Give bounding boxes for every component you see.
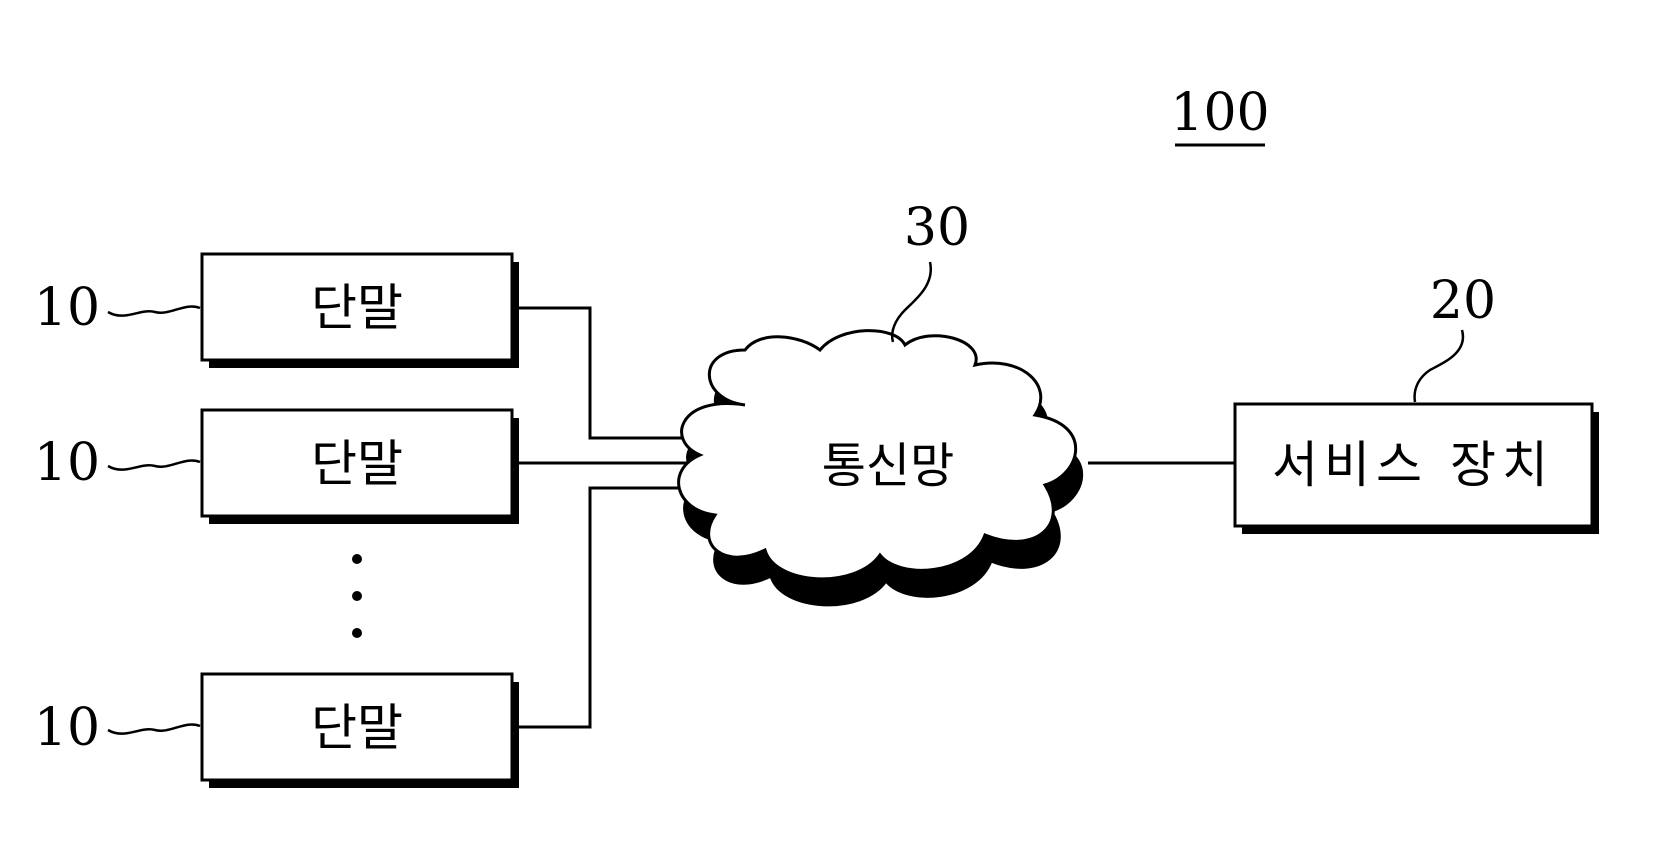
terminal-1-leader [108,306,200,315]
ellipsis-dot-3 [352,628,362,638]
network-cloud: 통신망 [679,331,1082,605]
service-device-leader [1415,330,1463,402]
terminal-3-leader [108,724,200,733]
link-terminal-3-network [519,488,690,727]
service-device-label: 서비스 장치 [1272,436,1554,494]
terminal-2-leader [108,460,200,469]
terminal-1: 단말 [202,254,519,368]
ellipsis-dot-1 [352,554,362,564]
terminal-2: 단말 [202,410,519,524]
network-leader [892,262,931,342]
terminal-3-label: 단말 [311,699,403,757]
ellipsis-dot-2 [352,591,362,601]
network-label: 통신망 [822,438,954,494]
terminal-3-ref-number: 10 [34,698,100,758]
link-terminal-1-network [519,308,690,438]
network-ref-number: 30 [904,198,970,258]
service-device-ref-number: 20 [1430,271,1496,331]
terminal-3: 단말 [202,674,519,788]
service-device: 서비스 장치 [1235,404,1599,534]
system-ref-number: 100 [1170,83,1269,143]
terminal-2-label: 단말 [311,435,403,493]
terminal-1-label: 단말 [311,279,403,337]
terminal-2-ref-number: 10 [34,433,100,493]
terminal-1-ref-number: 10 [34,278,100,338]
